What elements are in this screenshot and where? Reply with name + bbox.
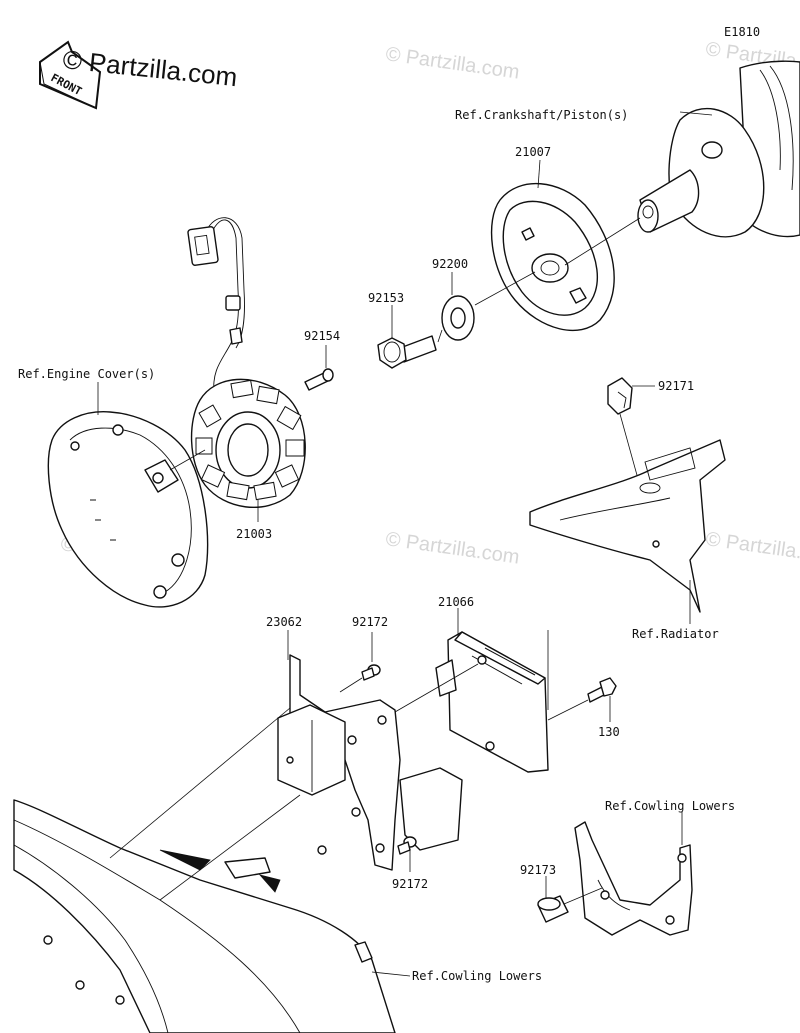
flywheel-bolt <box>377 335 437 369</box>
label-21066: 21066 <box>438 595 474 609</box>
watermark-center: © Partzilla.com <box>384 528 521 569</box>
label-21007: 21007 <box>515 145 551 159</box>
diagram-code: E1810 <box>724 25 760 39</box>
frame-ref <box>13 799 396 1033</box>
flywheel-rotor <box>490 182 615 332</box>
bolt-130 <box>587 677 617 703</box>
watermark-top: © Partzilla.com <box>384 43 521 84</box>
front-arrow-icon: FRONT <box>39 40 102 110</box>
radiator-ref <box>529 439 726 613</box>
label-92172-bottom: 92172 <box>392 877 428 891</box>
crankshaft-leader <box>679 111 713 116</box>
flywheel-leader <box>537 159 541 189</box>
regulator-rectifier <box>435 631 549 773</box>
cowling-stay-ref <box>574 821 693 936</box>
label-cowling-lowers-bottom: Ref.Cowling Lowers <box>412 969 542 983</box>
label-130: 130 <box>598 725 620 739</box>
label-crankshaft: Ref.Crankshaft/Piston(s) <box>455 108 628 122</box>
washer <box>441 295 475 341</box>
label-92171: 92171 <box>658 379 694 393</box>
engine-cover-ref <box>47 411 209 608</box>
stator-bolt <box>304 368 334 391</box>
label-23062: 23062 <box>266 615 302 629</box>
label-92154: 92154 <box>304 329 340 343</box>
stator-coil <box>187 217 306 508</box>
label-radiator: Ref.Radiator <box>632 627 719 641</box>
clamp <box>607 377 633 415</box>
screw-bottom <box>397 836 417 855</box>
frame-leader <box>371 971 411 977</box>
bracket <box>277 654 463 871</box>
label-92173: 92173 <box>520 863 556 877</box>
label-cowling-lowers-right: Ref.Cowling Lowers <box>605 799 735 813</box>
label-21003: 21003 <box>236 527 272 541</box>
label-92200: 92200 <box>432 257 468 271</box>
label-92153: 92153 <box>368 291 404 305</box>
grommet <box>537 895 569 923</box>
label-92172-top: 92172 <box>352 615 388 629</box>
crankshaft-ref <box>637 60 800 238</box>
screw-top <box>361 664 381 681</box>
watermark-right: © Partzilla.com <box>704 528 800 569</box>
label-engine-cover: Ref.Engine Cover(s) <box>18 367 155 381</box>
